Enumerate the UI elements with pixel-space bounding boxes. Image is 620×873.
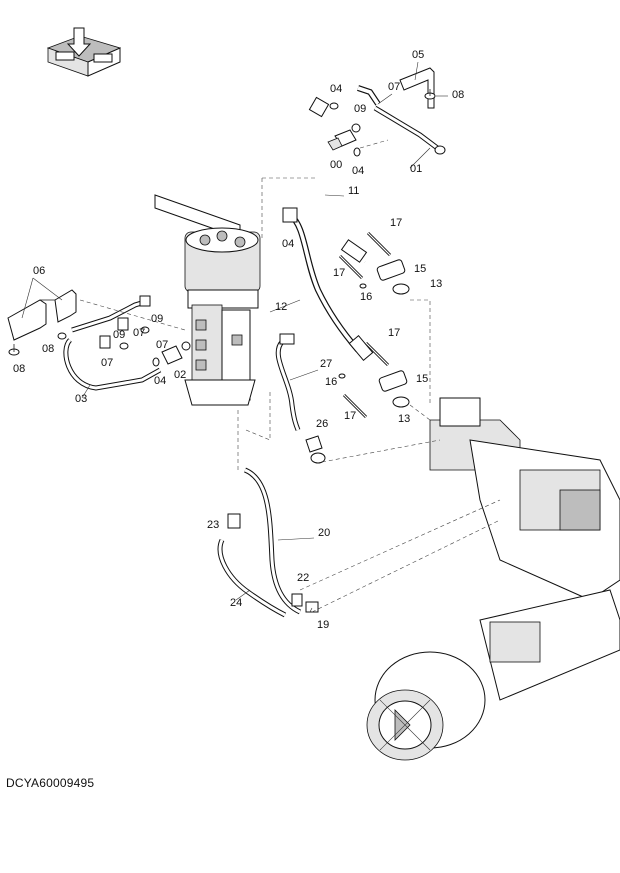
part-label-08: 08 [13, 363, 25, 375]
part-label-09: 09 [354, 103, 366, 115]
elbow-fitting [357, 85, 381, 106]
oring-09-top [351, 123, 361, 133]
part-label-09: 09 [113, 329, 125, 341]
part-label-04: 04 [282, 238, 294, 250]
oring-04-b [353, 147, 361, 157]
oring-04-top [329, 102, 339, 110]
part-label-07: 07 [156, 339, 168, 351]
part-number-labels: 05 04 07 08 09 00 04 01 11 04 17 17 15 13 16 06 12 09 07 09… [13, 49, 464, 631]
part-label-17: 17 [390, 217, 402, 229]
bracket-06 [7, 289, 77, 341]
hose-11 [303, 96, 368, 264]
hose-12 [282, 207, 374, 361]
part-label-20: 20 [318, 527, 330, 539]
hose-27 [275, 333, 301, 431]
fitting-23 [227, 513, 241, 529]
part-label-03: 03 [75, 393, 87, 405]
part-label-08: 08 [42, 343, 54, 355]
drawing-code: DCYA60009495 [6, 776, 95, 790]
part-label-24: 24 [230, 597, 242, 609]
axle-assembly [366, 397, 620, 761]
bolt-08-top [424, 89, 436, 100]
part-label-00: 00 [330, 159, 342, 171]
part-label-05: 05 [412, 49, 424, 61]
part-label-12: 12 [275, 301, 287, 313]
fitting-19 [305, 601, 319, 613]
part-label-27: 27 [320, 358, 332, 370]
part-label-11: 11 [348, 185, 359, 197]
part-label-04: 04 [352, 165, 364, 177]
dashed-leaders [79, 139, 501, 613]
part-label-13: 13 [398, 413, 410, 425]
part-label-23: 23 [207, 519, 219, 531]
hose-24 [217, 538, 287, 618]
part-label-17: 17 [333, 267, 345, 279]
center-joint [154, 194, 261, 406]
part-label-07: 07 [101, 357, 113, 369]
bolts-08-left [8, 332, 67, 356]
pipe-03 [63, 295, 162, 391]
fitting-00 [327, 129, 357, 151]
front-orientation-icon [46, 27, 122, 77]
part-label-16: 16 [360, 291, 372, 303]
part-label-17: 17 [344, 410, 356, 422]
label-leaders [21, 61, 448, 613]
part-label-19: 19 [317, 619, 329, 631]
part-label-26: 26 [316, 418, 328, 430]
part-label-04: 04 [154, 375, 166, 387]
bracket-05 [399, 67, 435, 109]
part-label-15: 15 [416, 373, 428, 385]
part-label-15: 15 [414, 263, 426, 275]
part-label-09: 09 [151, 313, 163, 325]
clamps-07-09 [99, 317, 150, 350]
fitting-22 [291, 593, 303, 607]
bolts-17 [338, 231, 392, 419]
part-label-02: 02 [174, 369, 186, 381]
part-label-08: 08 [452, 89, 464, 101]
pipe-01 [373, 105, 446, 155]
part-label-04: 04 [330, 83, 342, 95]
part-label-07: 07 [388, 81, 400, 93]
washers-16 [338, 283, 367, 379]
part-label-13: 13 [430, 278, 442, 290]
part-label-01: 01 [410, 163, 422, 175]
fitting-26 [305, 435, 326, 464]
flange-15-lower [378, 370, 410, 408]
part-label-17: 17 [388, 327, 400, 339]
flange-15-upper [376, 259, 410, 295]
part-label-06: 06 [33, 265, 45, 277]
hose-20 [243, 467, 302, 615]
part-label-16: 16 [325, 376, 337, 388]
part-label-07: 07 [133, 327, 145, 339]
adapter-02 [152, 341, 191, 367]
part-label-22: 22 [297, 572, 309, 584]
